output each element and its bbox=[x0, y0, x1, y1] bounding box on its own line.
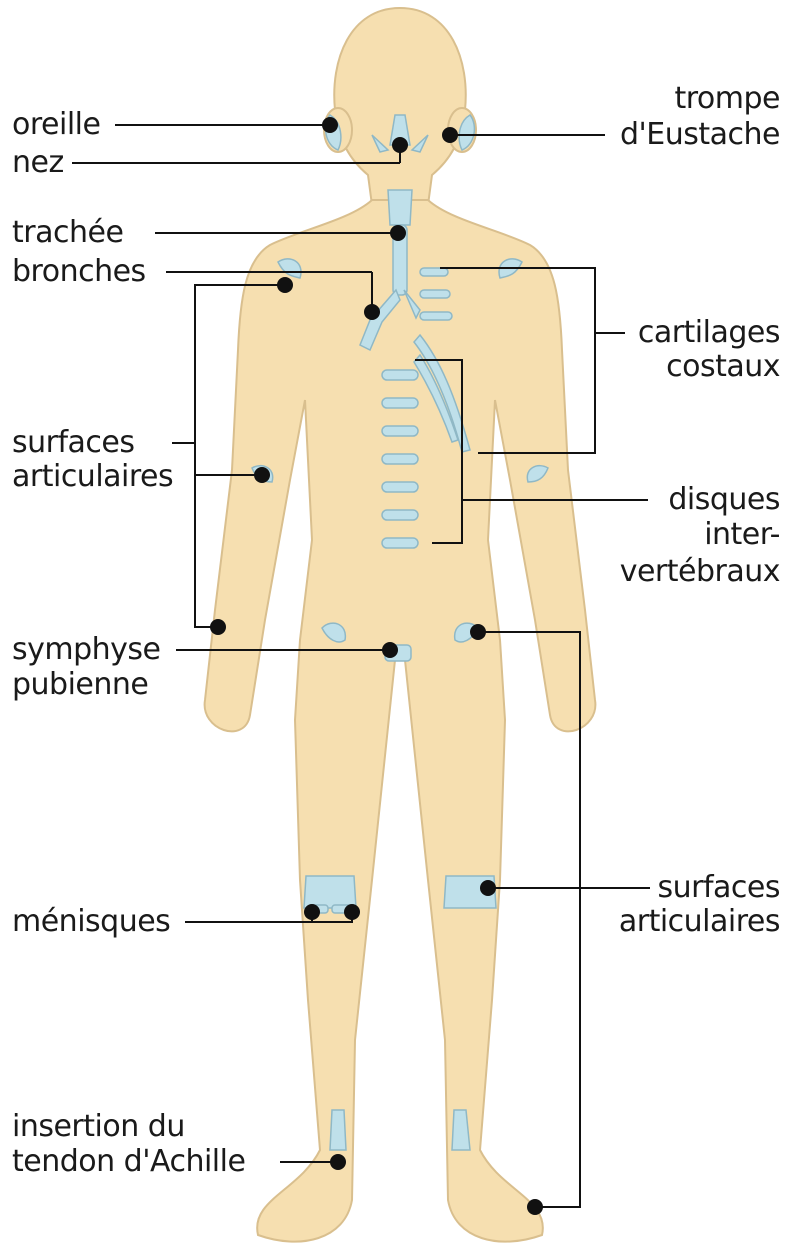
pointer-dot bbox=[480, 880, 496, 896]
label-surfaces-top-2: articulaires bbox=[12, 460, 173, 494]
label-surfaces-bottom-2: articulaires bbox=[619, 905, 780, 939]
label-achille-2: tendon d'Achille bbox=[12, 1145, 245, 1179]
disc bbox=[382, 538, 418, 548]
label-trompe-1: trompe bbox=[674, 82, 780, 116]
label-oreille: oreille bbox=[12, 108, 100, 142]
pointer-dot bbox=[390, 225, 406, 241]
label-nez: nez bbox=[12, 146, 64, 180]
costal-cartilage bbox=[420, 268, 448, 276]
achilles-left bbox=[330, 1110, 346, 1150]
label-cartilages-1: cartilages bbox=[638, 316, 780, 350]
label-surfaces-bottom-1: surfaces bbox=[657, 871, 780, 905]
head bbox=[334, 8, 465, 205]
label-disques-1: disques bbox=[668, 483, 780, 517]
torso bbox=[205, 200, 596, 1242]
label-symphyse-1: symphyse bbox=[12, 633, 161, 667]
pointer-dot bbox=[527, 1199, 543, 1215]
pointer-dot bbox=[277, 277, 293, 293]
pointer-dot bbox=[392, 137, 408, 153]
larynx bbox=[388, 190, 412, 225]
achilles-right bbox=[452, 1110, 470, 1150]
label-bronches: bronches bbox=[12, 255, 146, 289]
pointer-dot bbox=[382, 642, 398, 658]
pointer-dot bbox=[470, 624, 486, 640]
pointer-dot bbox=[304, 904, 320, 920]
label-symphyse-2: pubienne bbox=[12, 668, 148, 702]
label-trachee: trachée bbox=[12, 216, 123, 250]
pointer-dot bbox=[210, 619, 226, 635]
pointer-dot bbox=[442, 127, 458, 143]
costal-cartilage bbox=[420, 312, 452, 320]
label-disques-2: inter- bbox=[704, 518, 780, 552]
pointer-dot bbox=[344, 904, 360, 920]
disc bbox=[382, 426, 418, 436]
disc bbox=[382, 398, 418, 408]
knee-left bbox=[304, 876, 356, 908]
label-menisques: ménisques bbox=[12, 905, 170, 939]
label-achille-1: insertion du bbox=[12, 1110, 185, 1144]
disc bbox=[382, 510, 418, 520]
disc bbox=[382, 370, 418, 380]
label-cartilages-2: costaux bbox=[666, 350, 780, 384]
pointer-dot bbox=[322, 117, 338, 133]
costal-cartilage bbox=[420, 290, 450, 298]
label-surfaces-top-1: surfaces bbox=[12, 426, 135, 460]
label-trompe-2: d'Eustache bbox=[620, 118, 780, 152]
pointer-dot bbox=[364, 304, 380, 320]
disc bbox=[382, 482, 418, 492]
label-disques-3: vertébraux bbox=[620, 555, 780, 589]
pointer-dot bbox=[330, 1154, 346, 1170]
disc bbox=[382, 454, 418, 464]
pointer-dot bbox=[254, 467, 270, 483]
